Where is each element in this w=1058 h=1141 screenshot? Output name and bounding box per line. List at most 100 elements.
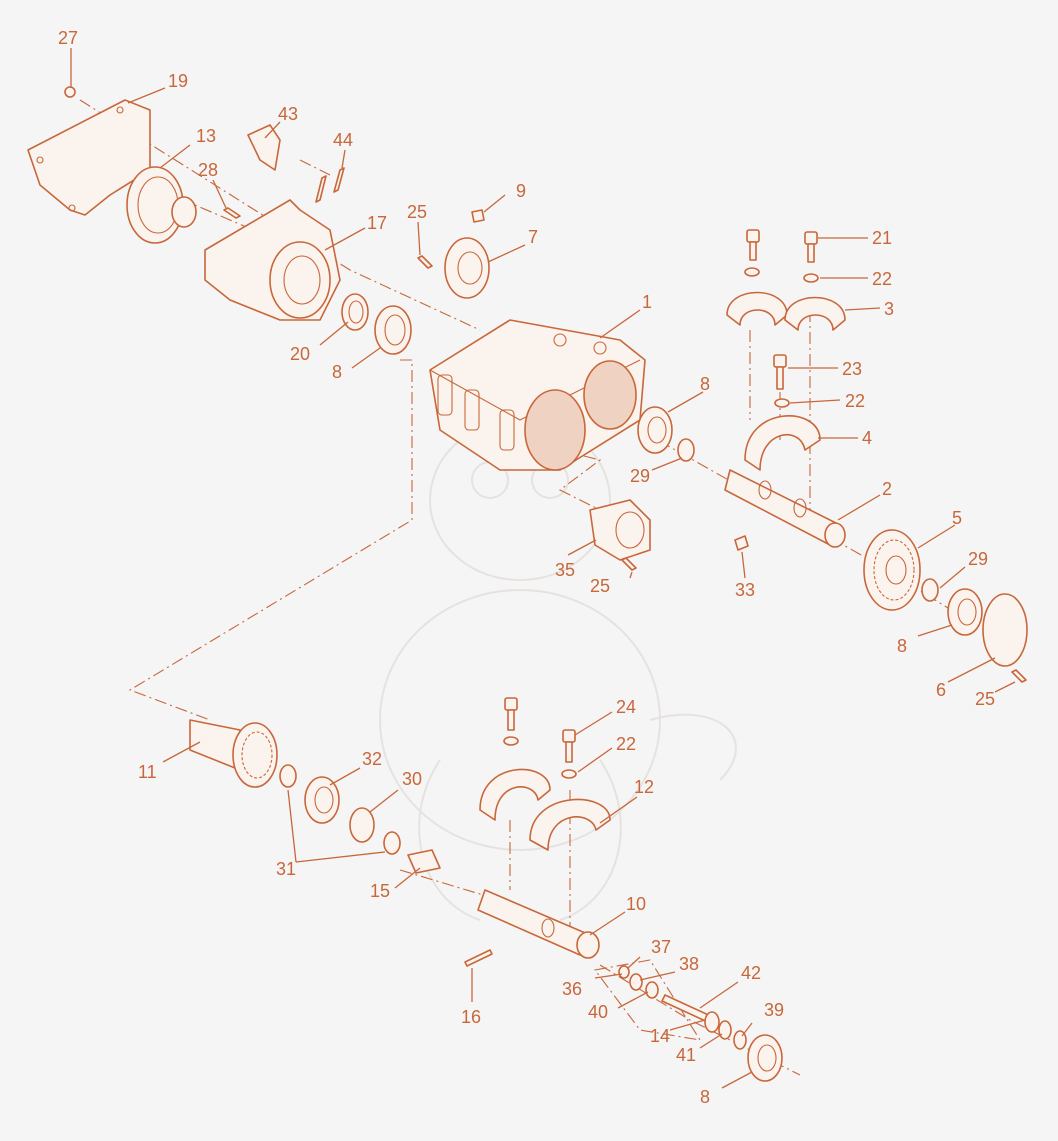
callout-8-right: 8 bbox=[897, 636, 907, 656]
bolt-24-left bbox=[504, 697, 518, 731]
callout-23: 23 bbox=[842, 359, 862, 379]
gear-shaft-11 bbox=[189, 719, 278, 788]
washer-22-lower-left bbox=[503, 736, 519, 746]
key-33 bbox=[734, 535, 749, 551]
cover-plate-19 bbox=[27, 86, 151, 216]
callout-19: 19 bbox=[168, 71, 188, 91]
bearing-cap-3 bbox=[726, 291, 846, 331]
plug-9 bbox=[471, 209, 485, 223]
flange-13 bbox=[126, 166, 197, 244]
washer-22-mid bbox=[774, 398, 790, 408]
crankshaft-2 bbox=[724, 469, 846, 548]
ring-29-mid bbox=[677, 438, 695, 462]
callout-20: 20 bbox=[290, 344, 310, 364]
bearing-8-bottom bbox=[747, 1034, 783, 1082]
callout-41: 41 bbox=[676, 1045, 696, 1065]
callout-17: 17 bbox=[367, 213, 387, 233]
callout-39: 39 bbox=[764, 1000, 784, 1020]
callout-27: 27 bbox=[58, 28, 78, 48]
callout-33: 33 bbox=[735, 580, 755, 600]
screw-25-top bbox=[417, 255, 433, 269]
callout-22-mid: 22 bbox=[845, 391, 865, 411]
bolt-28 bbox=[223, 207, 241, 219]
callout-12: 12 bbox=[634, 777, 654, 797]
screw-25-right bbox=[1011, 669, 1027, 683]
cover-6 bbox=[982, 593, 1028, 667]
callout-22-top: 22 bbox=[872, 269, 892, 289]
callout-6: 6 bbox=[936, 680, 946, 700]
callout-25-right: 25 bbox=[975, 689, 995, 709]
bolts-44 bbox=[315, 167, 345, 203]
callout-40: 40 bbox=[588, 1002, 608, 1022]
bearing-8-mid bbox=[637, 406, 673, 454]
housing-17 bbox=[204, 199, 341, 321]
bushing-14 bbox=[704, 1011, 720, 1033]
callout-42: 42 bbox=[741, 963, 761, 983]
callout-8-bottom: 8 bbox=[700, 1087, 710, 1107]
callout-11: 11 bbox=[138, 762, 157, 782]
callout-15: 15 bbox=[370, 881, 390, 901]
callout-21: 21 bbox=[872, 228, 892, 248]
callout-4: 4 bbox=[862, 428, 872, 448]
ball-37 bbox=[618, 965, 630, 979]
callout-10: 10 bbox=[626, 894, 646, 914]
seal-20 bbox=[341, 293, 369, 331]
ring-29-right bbox=[921, 578, 939, 602]
seal-40 bbox=[645, 981, 659, 999]
callout-37: 37 bbox=[651, 937, 671, 957]
callout-5: 5 bbox=[952, 508, 962, 528]
callout-36: 36 bbox=[562, 979, 582, 999]
callout-30: 30 bbox=[402, 769, 422, 789]
pin-16 bbox=[464, 949, 493, 967]
callout-25-top: 25 bbox=[407, 202, 427, 222]
plate-7 bbox=[444, 237, 490, 299]
bushing-15 bbox=[407, 849, 441, 874]
bolt-21-left bbox=[746, 229, 760, 261]
callout-44: 44 bbox=[333, 130, 353, 150]
bearing-8-right bbox=[947, 588, 983, 636]
callout-16: 16 bbox=[461, 1007, 481, 1027]
callout-14: 14 bbox=[650, 1026, 670, 1046]
bracket-43 bbox=[247, 124, 281, 171]
main-housing-1 bbox=[429, 319, 646, 471]
callout-31: 31 bbox=[276, 859, 296, 879]
callout-8-top: 8 bbox=[332, 362, 342, 382]
spring-38 bbox=[629, 973, 643, 991]
ring-31-right bbox=[383, 831, 401, 855]
ring-31-left bbox=[279, 764, 297, 788]
bearing-cap-4 bbox=[744, 415, 821, 471]
bolt-24-right bbox=[562, 729, 576, 763]
washer-22-right bbox=[803, 273, 819, 283]
callout-29-right: 29 bbox=[968, 549, 988, 569]
callout-7: 7 bbox=[528, 227, 538, 247]
callout-1: 1 bbox=[642, 292, 652, 312]
bolt-23 bbox=[773, 354, 787, 390]
callout-3: 3 bbox=[884, 299, 894, 319]
callout-24: 24 bbox=[616, 697, 636, 717]
callout-9: 9 bbox=[516, 181, 526, 201]
callout-32: 32 bbox=[362, 749, 382, 769]
screw-25-mid bbox=[621, 557, 637, 571]
bearing-8-top bbox=[374, 305, 412, 355]
bearing-cap-12 bbox=[479, 768, 611, 851]
bolt-21-right bbox=[804, 231, 818, 263]
callout-35: 35 bbox=[555, 560, 575, 580]
ring-30 bbox=[349, 807, 375, 843]
shaft-10 bbox=[477, 889, 600, 959]
cover-35 bbox=[589, 499, 651, 561]
washer-22-left bbox=[744, 267, 760, 277]
callout-38: 38 bbox=[679, 954, 699, 974]
callout-22-lower: 22 bbox=[616, 734, 636, 754]
leader-lines bbox=[70, 48, 1016, 1089]
callout-labels: 27 19 13 43 44 28 25 9 7 17 21 22 3 1 20… bbox=[58, 28, 995, 1107]
callout-13: 13 bbox=[196, 126, 216, 146]
callout-8-mid: 8 bbox=[700, 374, 710, 394]
callout-28: 28 bbox=[198, 160, 218, 180]
bearing-32 bbox=[304, 776, 340, 824]
callout-29-mid: 29 bbox=[630, 466, 650, 486]
callout-25-mid: 25 bbox=[590, 576, 610, 596]
ring-41 bbox=[718, 1020, 732, 1040]
callout-43: 43 bbox=[278, 104, 298, 124]
